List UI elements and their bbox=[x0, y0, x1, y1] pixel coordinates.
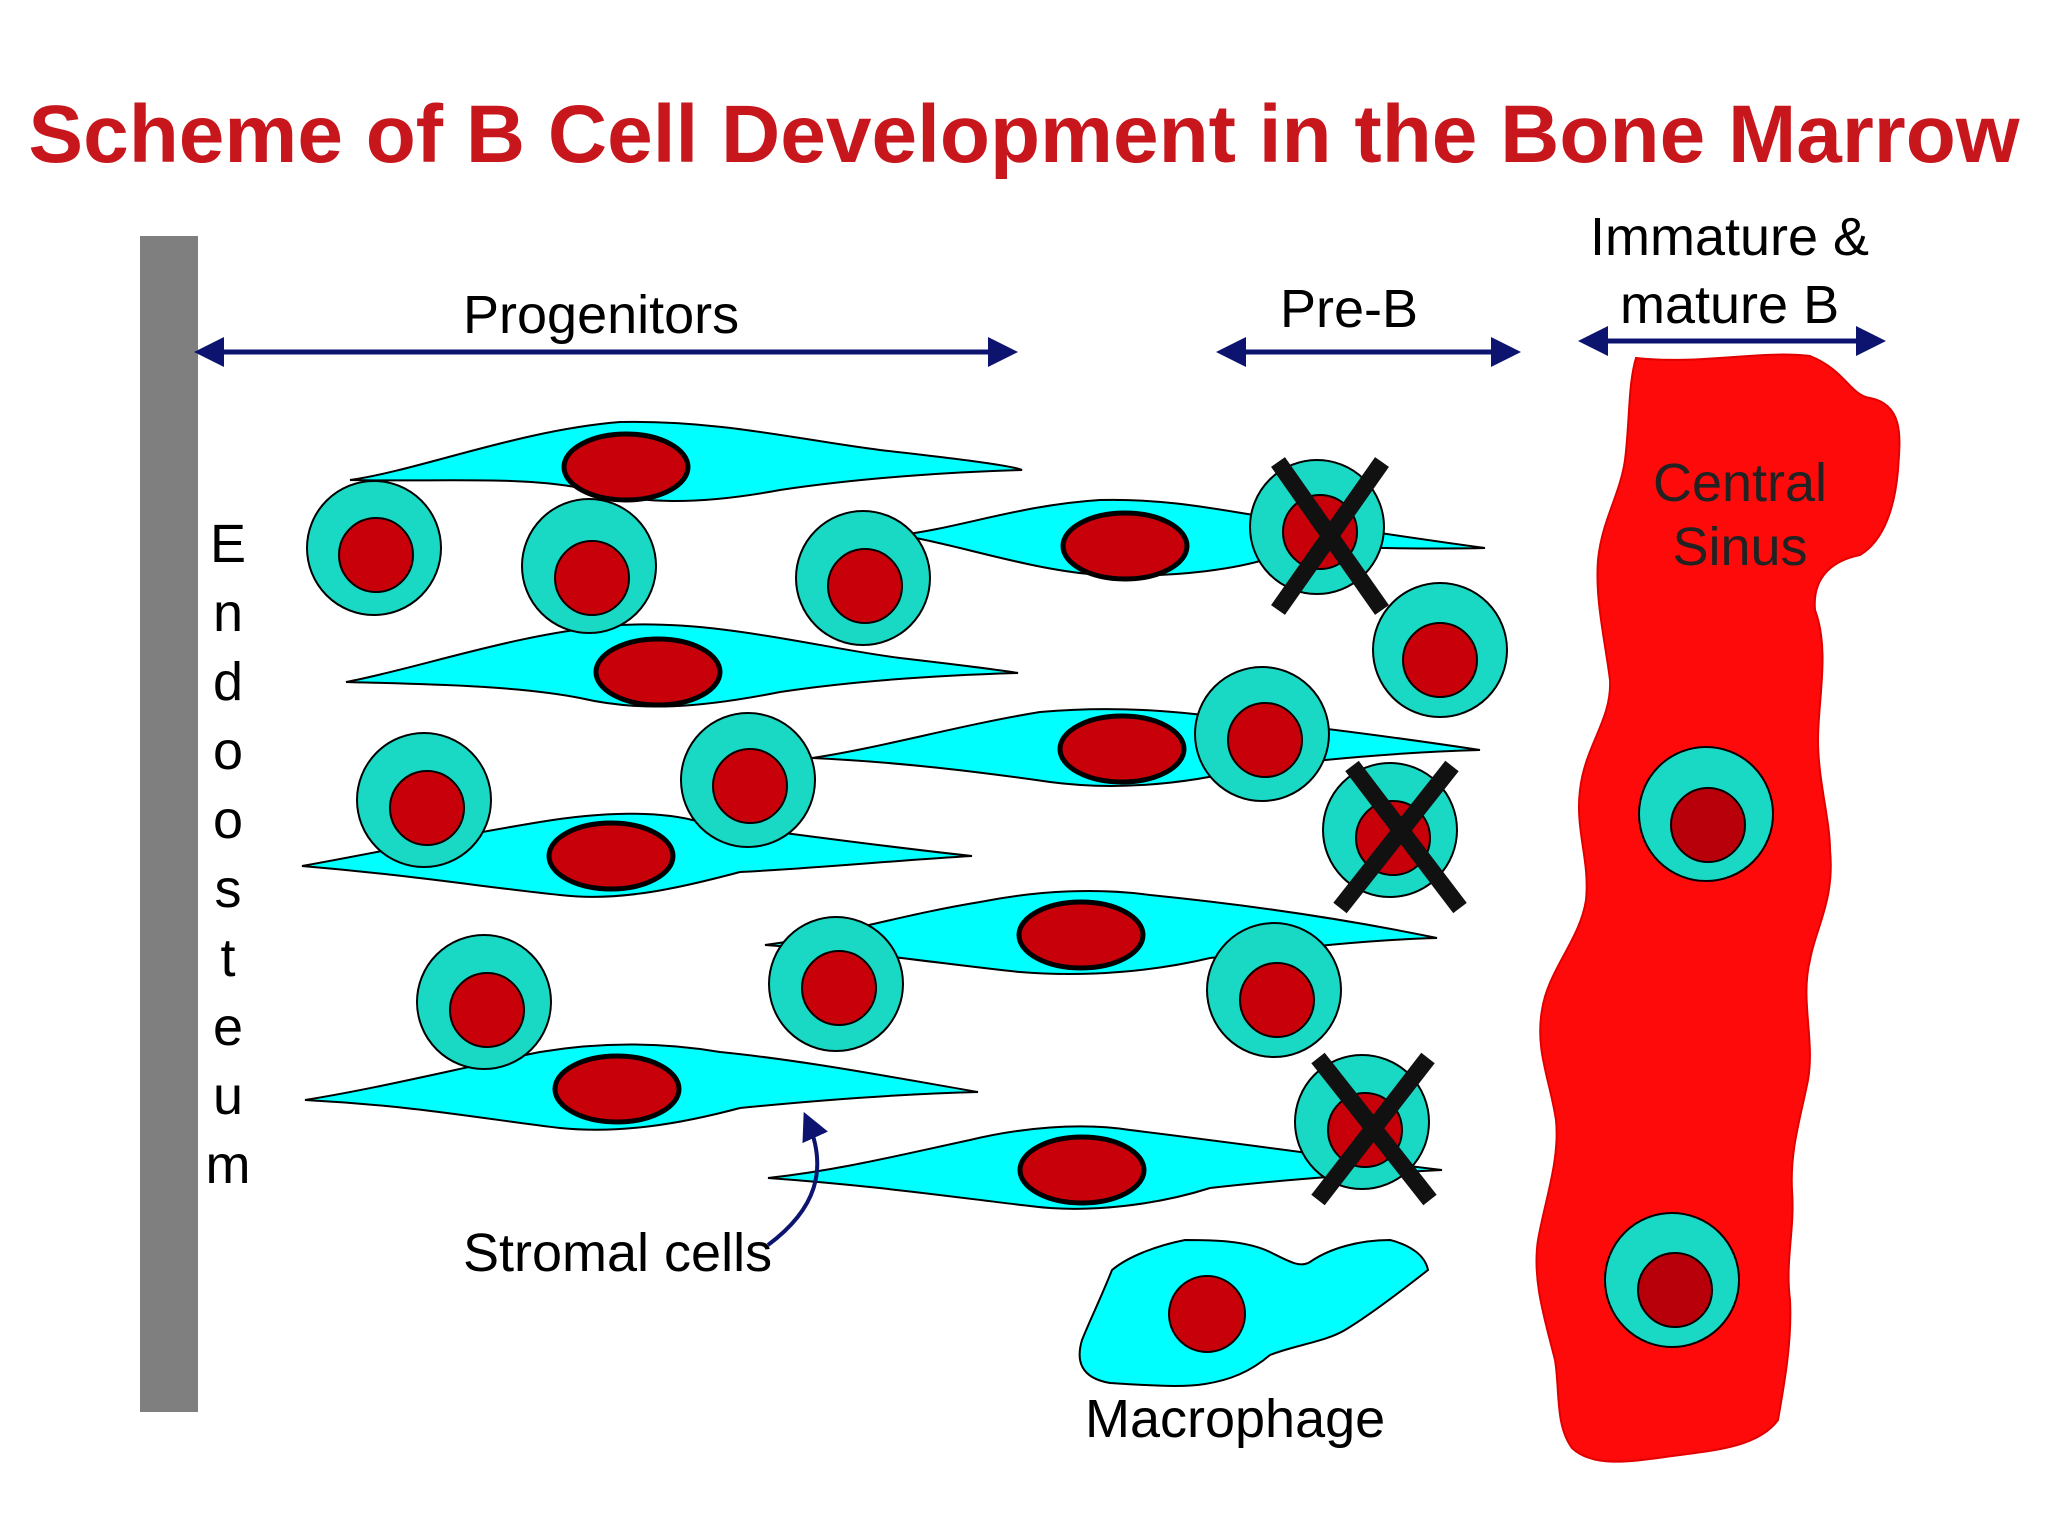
central-sinus-label-line1: Central bbox=[1652, 453, 1828, 513]
b-cell-in-sinus bbox=[1638, 746, 1774, 882]
endosteum-letter: d bbox=[212, 652, 244, 712]
macrophage-cell bbox=[1078, 1238, 1430, 1387]
stromal-cell bbox=[349, 420, 1023, 503]
b-cell-in-sinus bbox=[1604, 1212, 1740, 1348]
diagram-title: Scheme of B Cell Development in the Bone… bbox=[28, 89, 2020, 180]
b-cell bbox=[1194, 666, 1330, 802]
stromal-cell bbox=[899, 498, 1486, 582]
macrophage-label: Macrophage bbox=[1085, 1389, 1386, 1449]
x-mark-icon bbox=[1271, 457, 1389, 615]
stromal-cell bbox=[304, 1043, 979, 1131]
b-cell bbox=[521, 498, 657, 634]
x-mark-icon bbox=[1311, 1052, 1437, 1206]
central-sinus-label-line2: Sinus bbox=[1672, 516, 1808, 577]
stromal-cell bbox=[345, 623, 1019, 708]
stromal-cell bbox=[764, 889, 1438, 976]
endosteum-bar bbox=[140, 236, 198, 1412]
b-cell bbox=[306, 480, 442, 616]
immature-b-label-line1: Immature & bbox=[1590, 207, 1870, 267]
stromal-cell bbox=[767, 1125, 1443, 1210]
b-cell bbox=[768, 916, 904, 1052]
pre-b-label: Pre-B bbox=[1280, 279, 1419, 339]
b-cell bbox=[416, 934, 552, 1070]
endosteum-letter: u bbox=[212, 1066, 244, 1126]
immature-b-label-line2: mature B bbox=[1620, 275, 1840, 335]
endosteum-letter: s bbox=[214, 859, 242, 919]
b-cell bbox=[356, 732, 492, 868]
endosteum-label: E n d o o s t e u m bbox=[200, 510, 256, 1200]
endosteum-letter: o bbox=[212, 790, 244, 850]
endosteum-letter: o bbox=[212, 721, 244, 781]
endosteum-letter: n bbox=[212, 583, 244, 643]
endosteum-letter: m bbox=[205, 1135, 251, 1195]
x-mark-icon bbox=[1333, 760, 1467, 914]
progenitors-label: Progenitors bbox=[463, 285, 740, 345]
stromal-cells-pointer-arrow bbox=[766, 1111, 828, 1247]
central-sinus-label: Central Sinus bbox=[1620, 452, 1860, 579]
endosteum-letter: e bbox=[212, 997, 244, 1057]
central-sinus bbox=[1535, 353, 1901, 1463]
b-cell bbox=[1372, 582, 1508, 718]
endosteum-letter: t bbox=[220, 928, 236, 988]
b-cell bbox=[680, 712, 816, 848]
stromal-cells-label: Stromal cells bbox=[463, 1223, 773, 1283]
b-cell bbox=[1206, 922, 1342, 1058]
endosteum-letter: E bbox=[209, 514, 247, 574]
b-cell bbox=[795, 510, 931, 646]
